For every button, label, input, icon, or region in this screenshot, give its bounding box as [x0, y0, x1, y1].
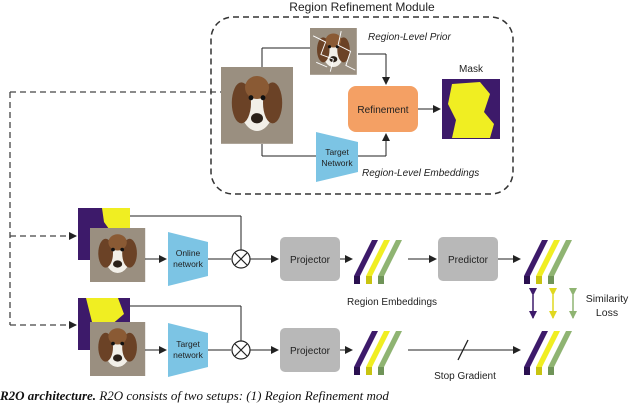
input-dog-image — [221, 67, 293, 144]
mask-image — [442, 79, 500, 139]
online-network — [168, 232, 208, 286]
top-multiply-op — [231, 249, 251, 269]
region-prior-image — [310, 28, 357, 75]
bottom-output-stack — [524, 331, 572, 375]
bottom-target-line2: network — [173, 350, 204, 360]
module-target-line1: Target — [325, 147, 349, 157]
stop-gradient-label: Stop Gradient — [434, 371, 496, 382]
predictor-box — [438, 237, 498, 281]
bottom-projector-box — [280, 328, 340, 372]
mask-label: Mask — [459, 64, 484, 75]
similarity-line1: Similarity — [586, 293, 629, 305]
module-target-network — [316, 132, 358, 182]
top-projector-label: Projector — [290, 255, 331, 266]
module-target-line2: Network — [321, 158, 353, 168]
caption-text: R2O consists of two setups: (1) Region R… — [96, 388, 389, 403]
online-line2: network — [173, 259, 204, 269]
bottom-view-image — [90, 322, 146, 376]
online-line1: Online — [176, 248, 201, 258]
bottom-projector-label: Projector — [290, 346, 331, 357]
refinement-label: Refinement — [357, 105, 408, 116]
top-view-image — [90, 228, 146, 282]
caption-bold: R2O architecture. — [0, 388, 97, 403]
top-output-stack — [524, 240, 572, 284]
region-embeddings-module-label: Region-Level Embeddings — [362, 168, 479, 179]
similarity-line2: Loss — [596, 307, 618, 319]
figure-caption: R2O architecture. R2O consists of two se… — [0, 388, 640, 406]
top-projector-box — [280, 237, 340, 281]
bottom-embedding-stack — [354, 331, 402, 375]
bottom-target-network — [168, 323, 208, 377]
top-embedding-stack — [354, 240, 402, 284]
bottom-target-line1: Target — [176, 339, 200, 349]
bottom-multiply-op — [231, 340, 251, 360]
predictor-label: Predictor — [448, 255, 489, 266]
region-prior-label: Region-Level Prior — [368, 32, 451, 43]
refinement-box — [348, 86, 418, 132]
stop-gradient-slash — [457, 339, 469, 361]
module-title: Region Refinement Module — [289, 0, 435, 14]
region-embeddings-label: Region Embeddings — [347, 297, 437, 308]
